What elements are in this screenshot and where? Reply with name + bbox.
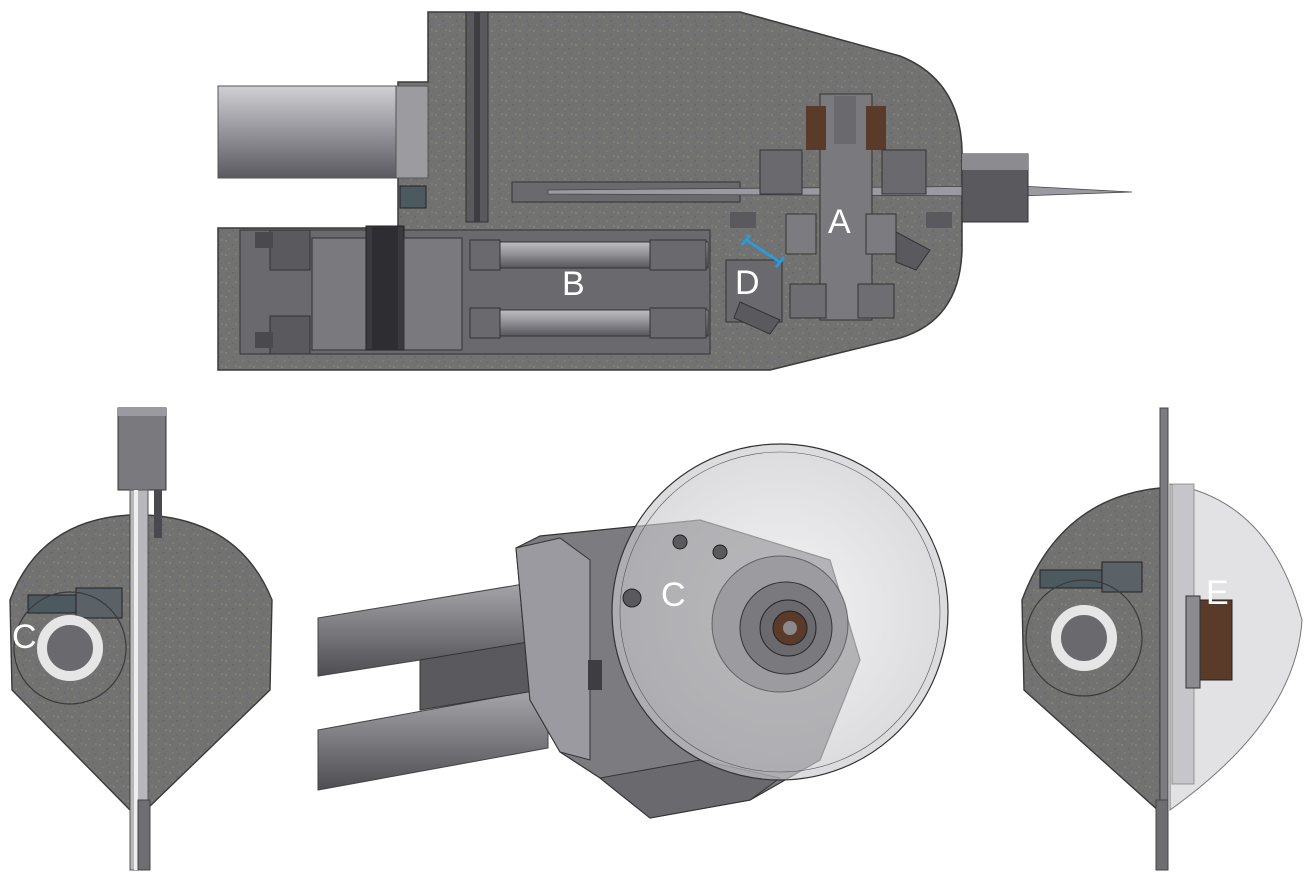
iso-view-center: C [317, 443, 949, 819]
section-view-right: E [1021, 407, 1303, 871]
section-view-left: C [9, 407, 273, 871]
label-d: D [735, 264, 760, 302]
label-e: E [1206, 574, 1229, 612]
bronze-part-e [1195, 599, 1233, 681]
left-bearing-ring [37, 615, 103, 681]
right-bearing-ring [1051, 605, 1117, 671]
label-c-center: C [661, 576, 686, 614]
left-top-block [117, 407, 167, 491]
callout-d [745, 238, 781, 264]
label-c-left: C [12, 618, 37, 656]
label-a: A [828, 203, 851, 241]
right-transparent-cover [1169, 483, 1303, 811]
label-b: B [562, 265, 585, 303]
section-view-top: A B D [217, 11, 1133, 371]
left-cylinder [217, 85, 401, 179]
